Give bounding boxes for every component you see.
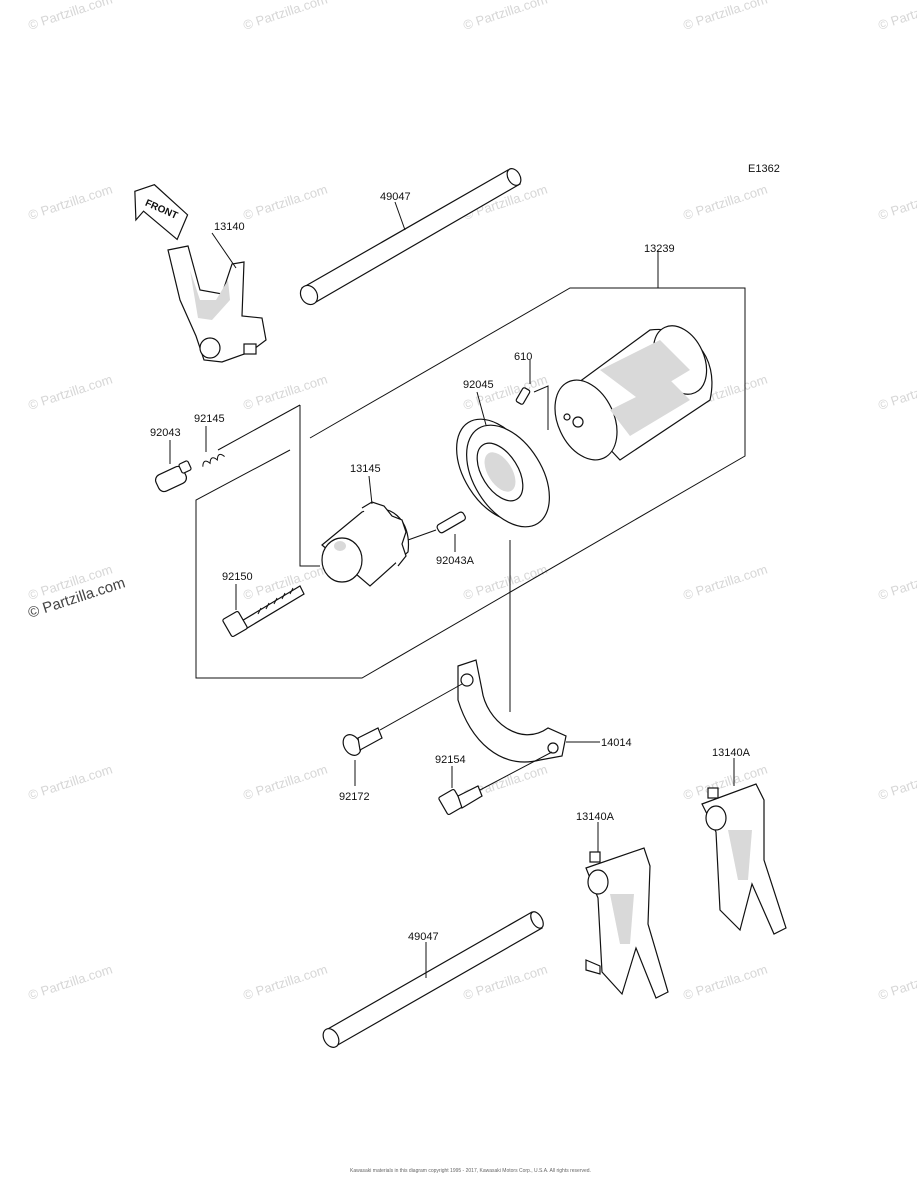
watermark-tile: © Partzilla.com [26, 962, 114, 1003]
watermark-tile: © Partzilla.com [241, 762, 329, 803]
watermark-tile: © Partzilla.com [241, 962, 329, 1003]
shift-fork-13140A-left-icon [585, 847, 669, 999]
watermark-tile: © Partzilla.com [241, 372, 329, 413]
watermark-tile: © Partzilla.com [681, 182, 769, 223]
bolt-92150-icon [222, 585, 305, 638]
shift-fork-13140A-right-icon [701, 783, 787, 935]
plunger-92043-icon [154, 460, 192, 493]
watermark-tile: © Partzilla.com [26, 182, 114, 223]
watermark-tile: © Partzilla.com [26, 372, 114, 413]
pin-92043A-icon [436, 511, 466, 534]
bearing-92045-icon [456, 418, 550, 528]
label-49047-bottom: 49047 [408, 931, 439, 943]
footer-copyright: Kawasaki materials in this diagram copyr… [350, 1168, 591, 1174]
screw-92172-icon [342, 727, 383, 756]
label-92150: 92150 [222, 571, 253, 583]
label-610: 610 [514, 351, 532, 363]
watermark-tile: © Partzilla.com [876, 562, 917, 603]
label-13140A-right: 13140A [712, 747, 751, 759]
assembly-outline-13239 [195, 287, 746, 679]
watermark-tile: © Partzilla.com [461, 372, 549, 413]
watermark-tile: © Partzilla.com [26, 0, 114, 33]
label-92172: 92172 [339, 791, 370, 803]
shift-drum-13239-icon [554, 325, 713, 461]
front-arrow-icon: FRONT [134, 183, 189, 241]
shift-fork-13140-icon [167, 245, 267, 363]
cam-13145-icon [321, 501, 410, 587]
watermark-tile: © Partzilla.com [461, 0, 549, 33]
label-92154: 92154 [435, 754, 466, 766]
label-92045: 92045 [463, 379, 494, 391]
watermark-layer: © Partzilla.com © Partzilla.com © Partzill… [26, 0, 917, 1003]
watermark-tile: © Partzilla.com [681, 562, 769, 603]
label-13140A-left: 13140A [576, 811, 615, 823]
watermark-tile: © Partzilla.com [876, 0, 917, 33]
watermark-tile: © Partzilla.com [26, 762, 114, 803]
watermark-tile: © Partzilla.com [241, 0, 329, 33]
label-13145: 13145 [350, 463, 381, 475]
watermark-tile: © Partzilla.com [876, 182, 917, 223]
watermark-tile: © Partzilla.com [681, 962, 769, 1003]
watermark-tile: © Partzilla.com [241, 182, 329, 223]
label-13140: 13140 [214, 221, 245, 233]
watermark-tile: © Partzilla.com [876, 762, 917, 803]
plate-14014-icon [457, 659, 567, 763]
label-13239: 13239 [644, 243, 675, 255]
watermark-tile: © Partzilla.com [461, 962, 549, 1003]
watermark-tile: © Partzilla.com [461, 562, 549, 603]
bolt-92154-icon [438, 785, 483, 816]
shaft-49047-bottom-icon [322, 911, 544, 1048]
label-92145: 92145 [194, 413, 225, 425]
spring-92145-icon [202, 453, 225, 467]
watermark-tile: © Partzilla.com [876, 372, 917, 413]
pin-610-icon [515, 387, 531, 405]
diagram-code: E1362 [748, 163, 780, 175]
watermark-tile: © Partzilla.com [681, 0, 769, 33]
label-92043: 92043 [150, 427, 181, 439]
watermark-tile: © Partzilla.com [876, 962, 917, 1003]
label-49047-top: 49047 [380, 191, 411, 203]
shaft-49047-top-icon [299, 168, 522, 306]
label-14014: 14014 [601, 737, 632, 749]
label-92043A: 92043A [436, 555, 475, 567]
